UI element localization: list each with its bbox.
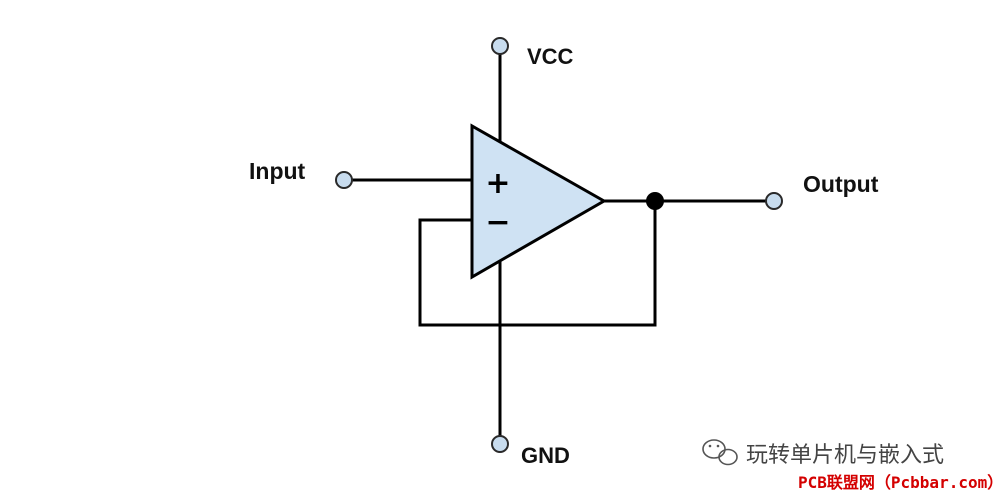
- input-terminal: [335, 171, 353, 189]
- gnd-terminal: [491, 435, 509, 453]
- watermark-site-background: [790, 470, 1004, 494]
- vcc-label: VCC: [527, 44, 574, 69]
- watermark-account-name: 玩转单片机与嵌入式: [746, 443, 944, 468]
- inverting-sign: −: [485, 205, 510, 240]
- input-label: Input: [249, 158, 306, 184]
- wechat-icon: [702, 439, 738, 466]
- op-amp-triangle: [470, 123, 608, 280]
- vcc-terminal: [491, 37, 509, 55]
- output-terminal: [765, 192, 783, 210]
- output-label: Output: [803, 171, 879, 197]
- feedback-wire: [418, 201, 657, 327]
- output-junction-dot: [646, 192, 664, 210]
- gnd-label: GND: [521, 443, 570, 468]
- watermark-site: PCB联盟网（Pcbbar.com）: [798, 473, 1003, 492]
- non-inverting-sign: +: [485, 166, 510, 201]
